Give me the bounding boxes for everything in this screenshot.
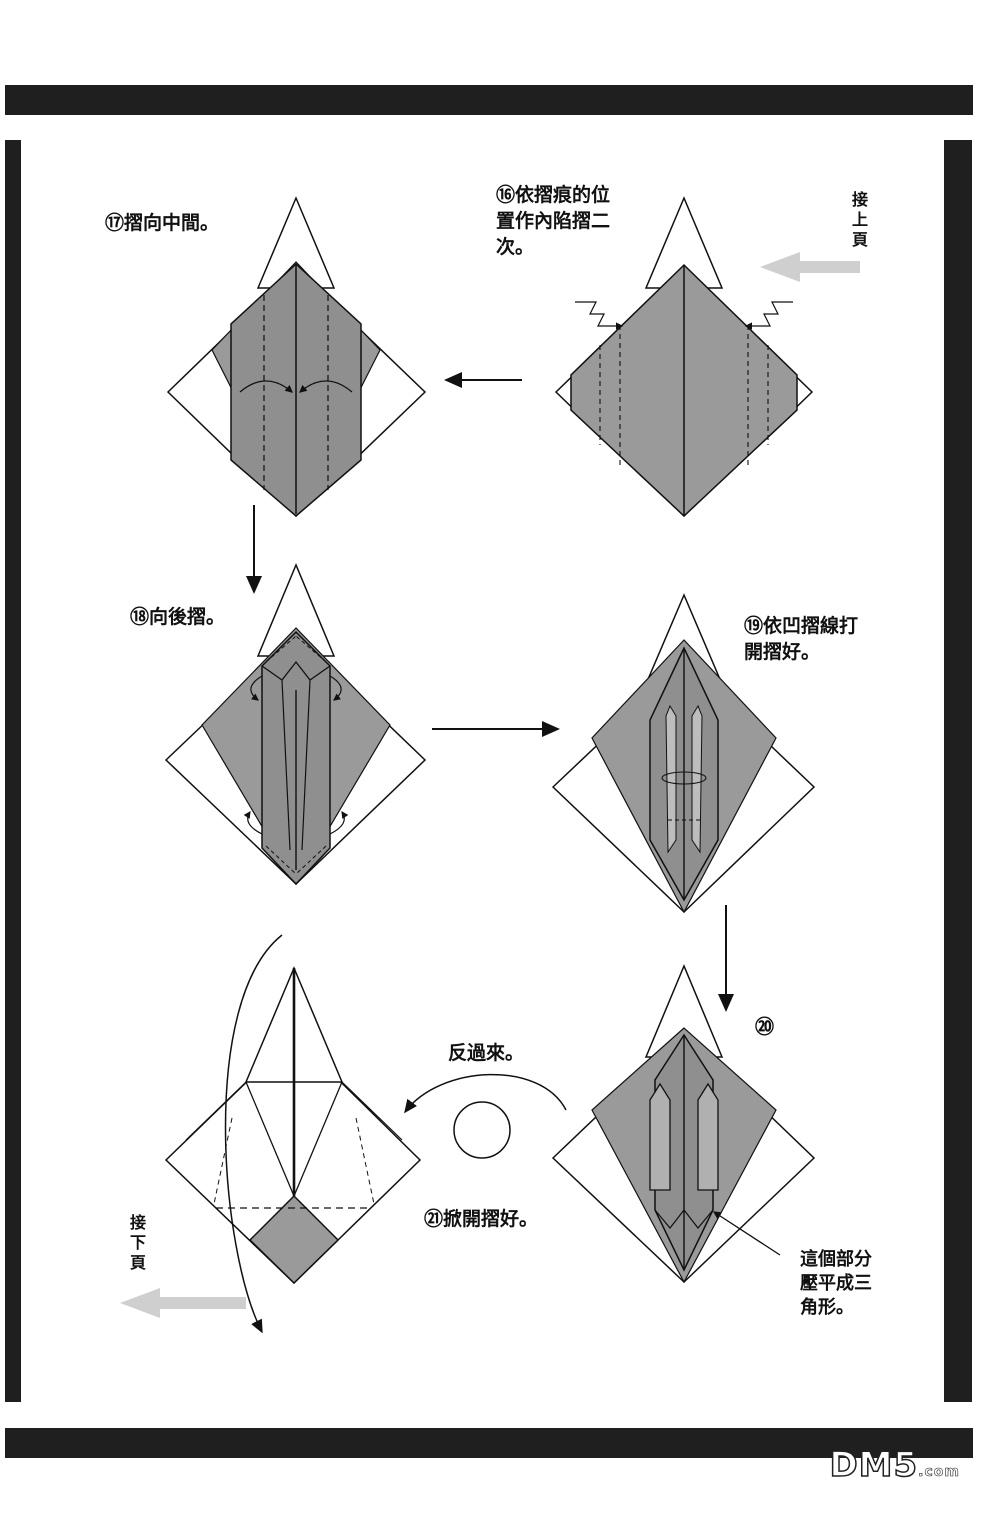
flip-label: 反過來。: [448, 1042, 525, 1064]
from-prev-page-arrow: [760, 252, 860, 282]
step-16-figure: [554, 196, 814, 518]
step-21-figure: [164, 934, 422, 1334]
step-19-label: ⑲依凹摺線打開摺好。: [744, 615, 859, 663]
from-prev-page-label: 接上頁: [851, 190, 868, 249]
right-border-bar: [944, 140, 972, 1402]
to-next-page-label: 接下頁: [129, 1213, 146, 1272]
step-20-label: ⑳: [755, 1016, 775, 1038]
step-16-label: ⑯依摺痕的位置作內陷摺二次。: [496, 184, 611, 258]
step-17-label: ⑰摺向中間。: [105, 212, 220, 234]
step-21-label: ㉑掀開摺好。: [424, 1208, 539, 1230]
step-18-figure: [164, 563, 427, 886]
bottom-border-bar: [5, 1428, 973, 1458]
flip-arrow: [404, 1073, 567, 1159]
step-17-figure: [166, 196, 427, 518]
step-20-figure: [551, 964, 816, 1284]
top-border-bar: [5, 85, 973, 115]
to-next-page-arrow: [120, 1288, 246, 1318]
flatten-note-label: 這個部分壓平成三角形。: [800, 1249, 872, 1318]
step-19-figure: [551, 593, 816, 914]
watermark-logo: DM5.com: [829, 1444, 960, 1486]
left-border-bar: [5, 140, 21, 1402]
step-18-label: ⑱向後摺。: [130, 606, 226, 628]
